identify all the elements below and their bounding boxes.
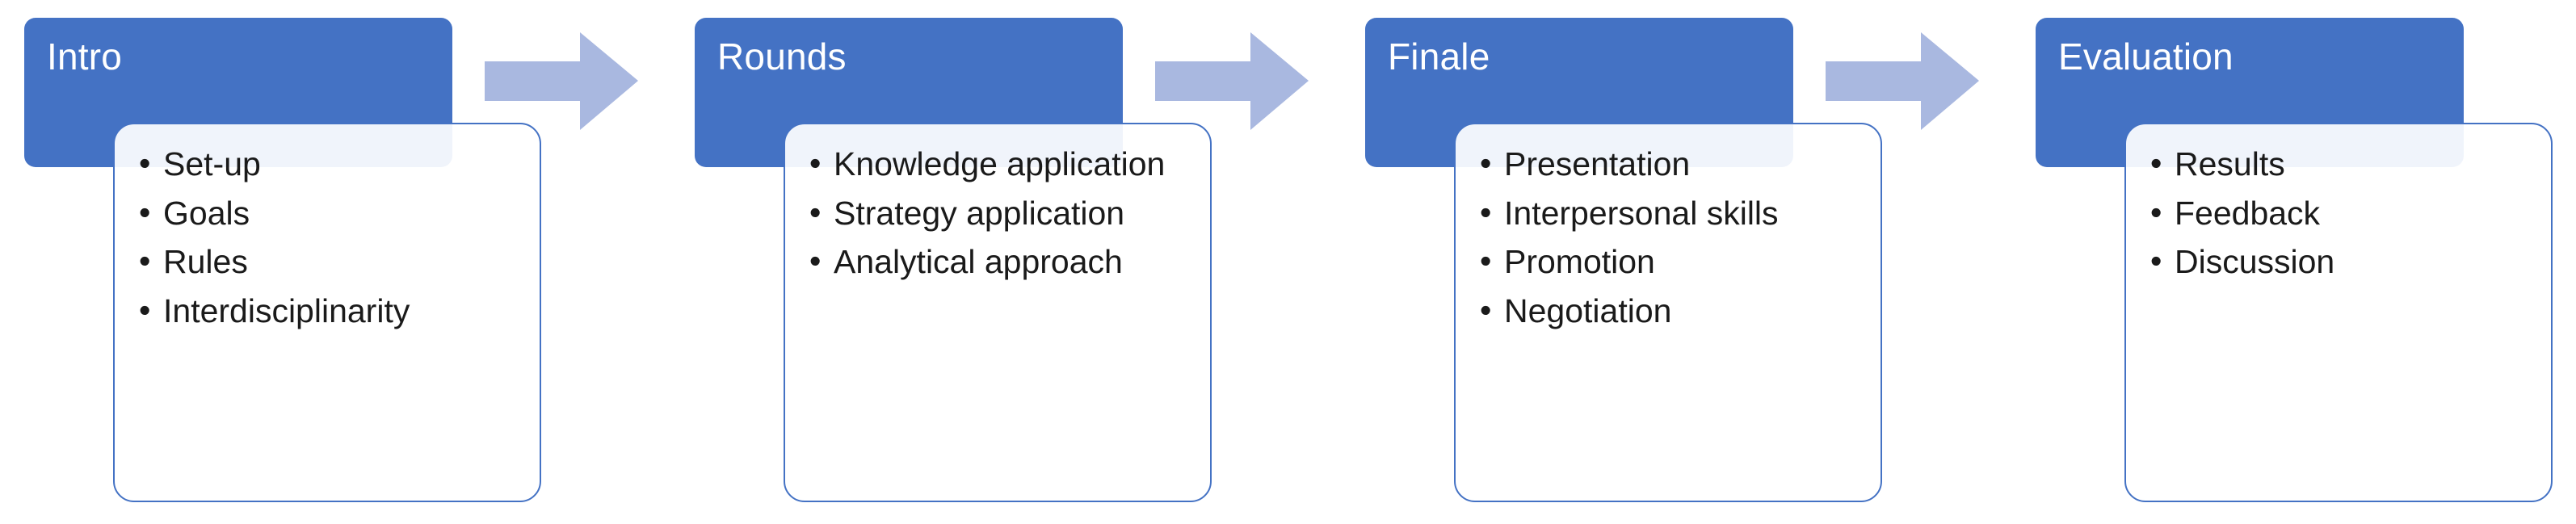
right-arrow-icon: [485, 31, 638, 132]
stage-card-evaluation[interactable]: Results Feedback Discussion: [2124, 123, 2553, 502]
list-item: Discussion: [2147, 242, 2530, 281]
bullet-list: Presentation Interpersonal skills Promot…: [1477, 145, 1860, 330]
stage-finale[interactable]: Finale Presentation Interpersonal skills…: [1365, 18, 1882, 502]
list-item: Set-up: [136, 145, 519, 183]
list-item: Strategy application: [806, 194, 1189, 233]
stage-card-finale[interactable]: Presentation Interpersonal skills Promot…: [1454, 123, 1882, 502]
bullet-list: Knowledge application Strategy applicati…: [806, 145, 1189, 281]
stage-title: Rounds: [717, 36, 847, 78]
list-item: Negotiation: [1477, 291, 1860, 330]
list-item: Promotion: [1477, 242, 1860, 281]
list-item: Rules: [136, 242, 519, 281]
stage-title: Evaluation: [2058, 36, 2234, 78]
stage-title: Finale: [1388, 36, 1490, 78]
list-item: Goals: [136, 194, 519, 233]
right-arrow-icon: [1826, 31, 1979, 132]
list-item: Analytical approach: [806, 242, 1189, 281]
stage-card-intro[interactable]: Set-up Goals Rules Interdisciplinarity: [113, 123, 541, 502]
list-item: Presentation: [1477, 145, 1860, 183]
stage-rounds[interactable]: Rounds Knowledge application Strategy ap…: [695, 18, 1212, 502]
stage-evaluation[interactable]: Evaluation Results Feedback Discussion: [2036, 18, 2553, 502]
list-item: Interpersonal skills: [1477, 194, 1860, 233]
right-arrow-icon: [1155, 31, 1309, 132]
list-item: Results: [2147, 145, 2530, 183]
list-item: Knowledge application: [806, 145, 1189, 183]
stage-card-rounds[interactable]: Knowledge application Strategy applicati…: [784, 123, 1212, 502]
list-item: Feedback: [2147, 194, 2530, 233]
stage-title: Intro: [47, 36, 123, 78]
bullet-list: Set-up Goals Rules Interdisciplinarity: [136, 145, 519, 330]
list-item: Interdisciplinarity: [136, 291, 519, 330]
bullet-list: Results Feedback Discussion: [2147, 145, 2530, 281]
stage-intro[interactable]: Intro Set-up Goals Rules Interdisciplina…: [24, 18, 541, 502]
